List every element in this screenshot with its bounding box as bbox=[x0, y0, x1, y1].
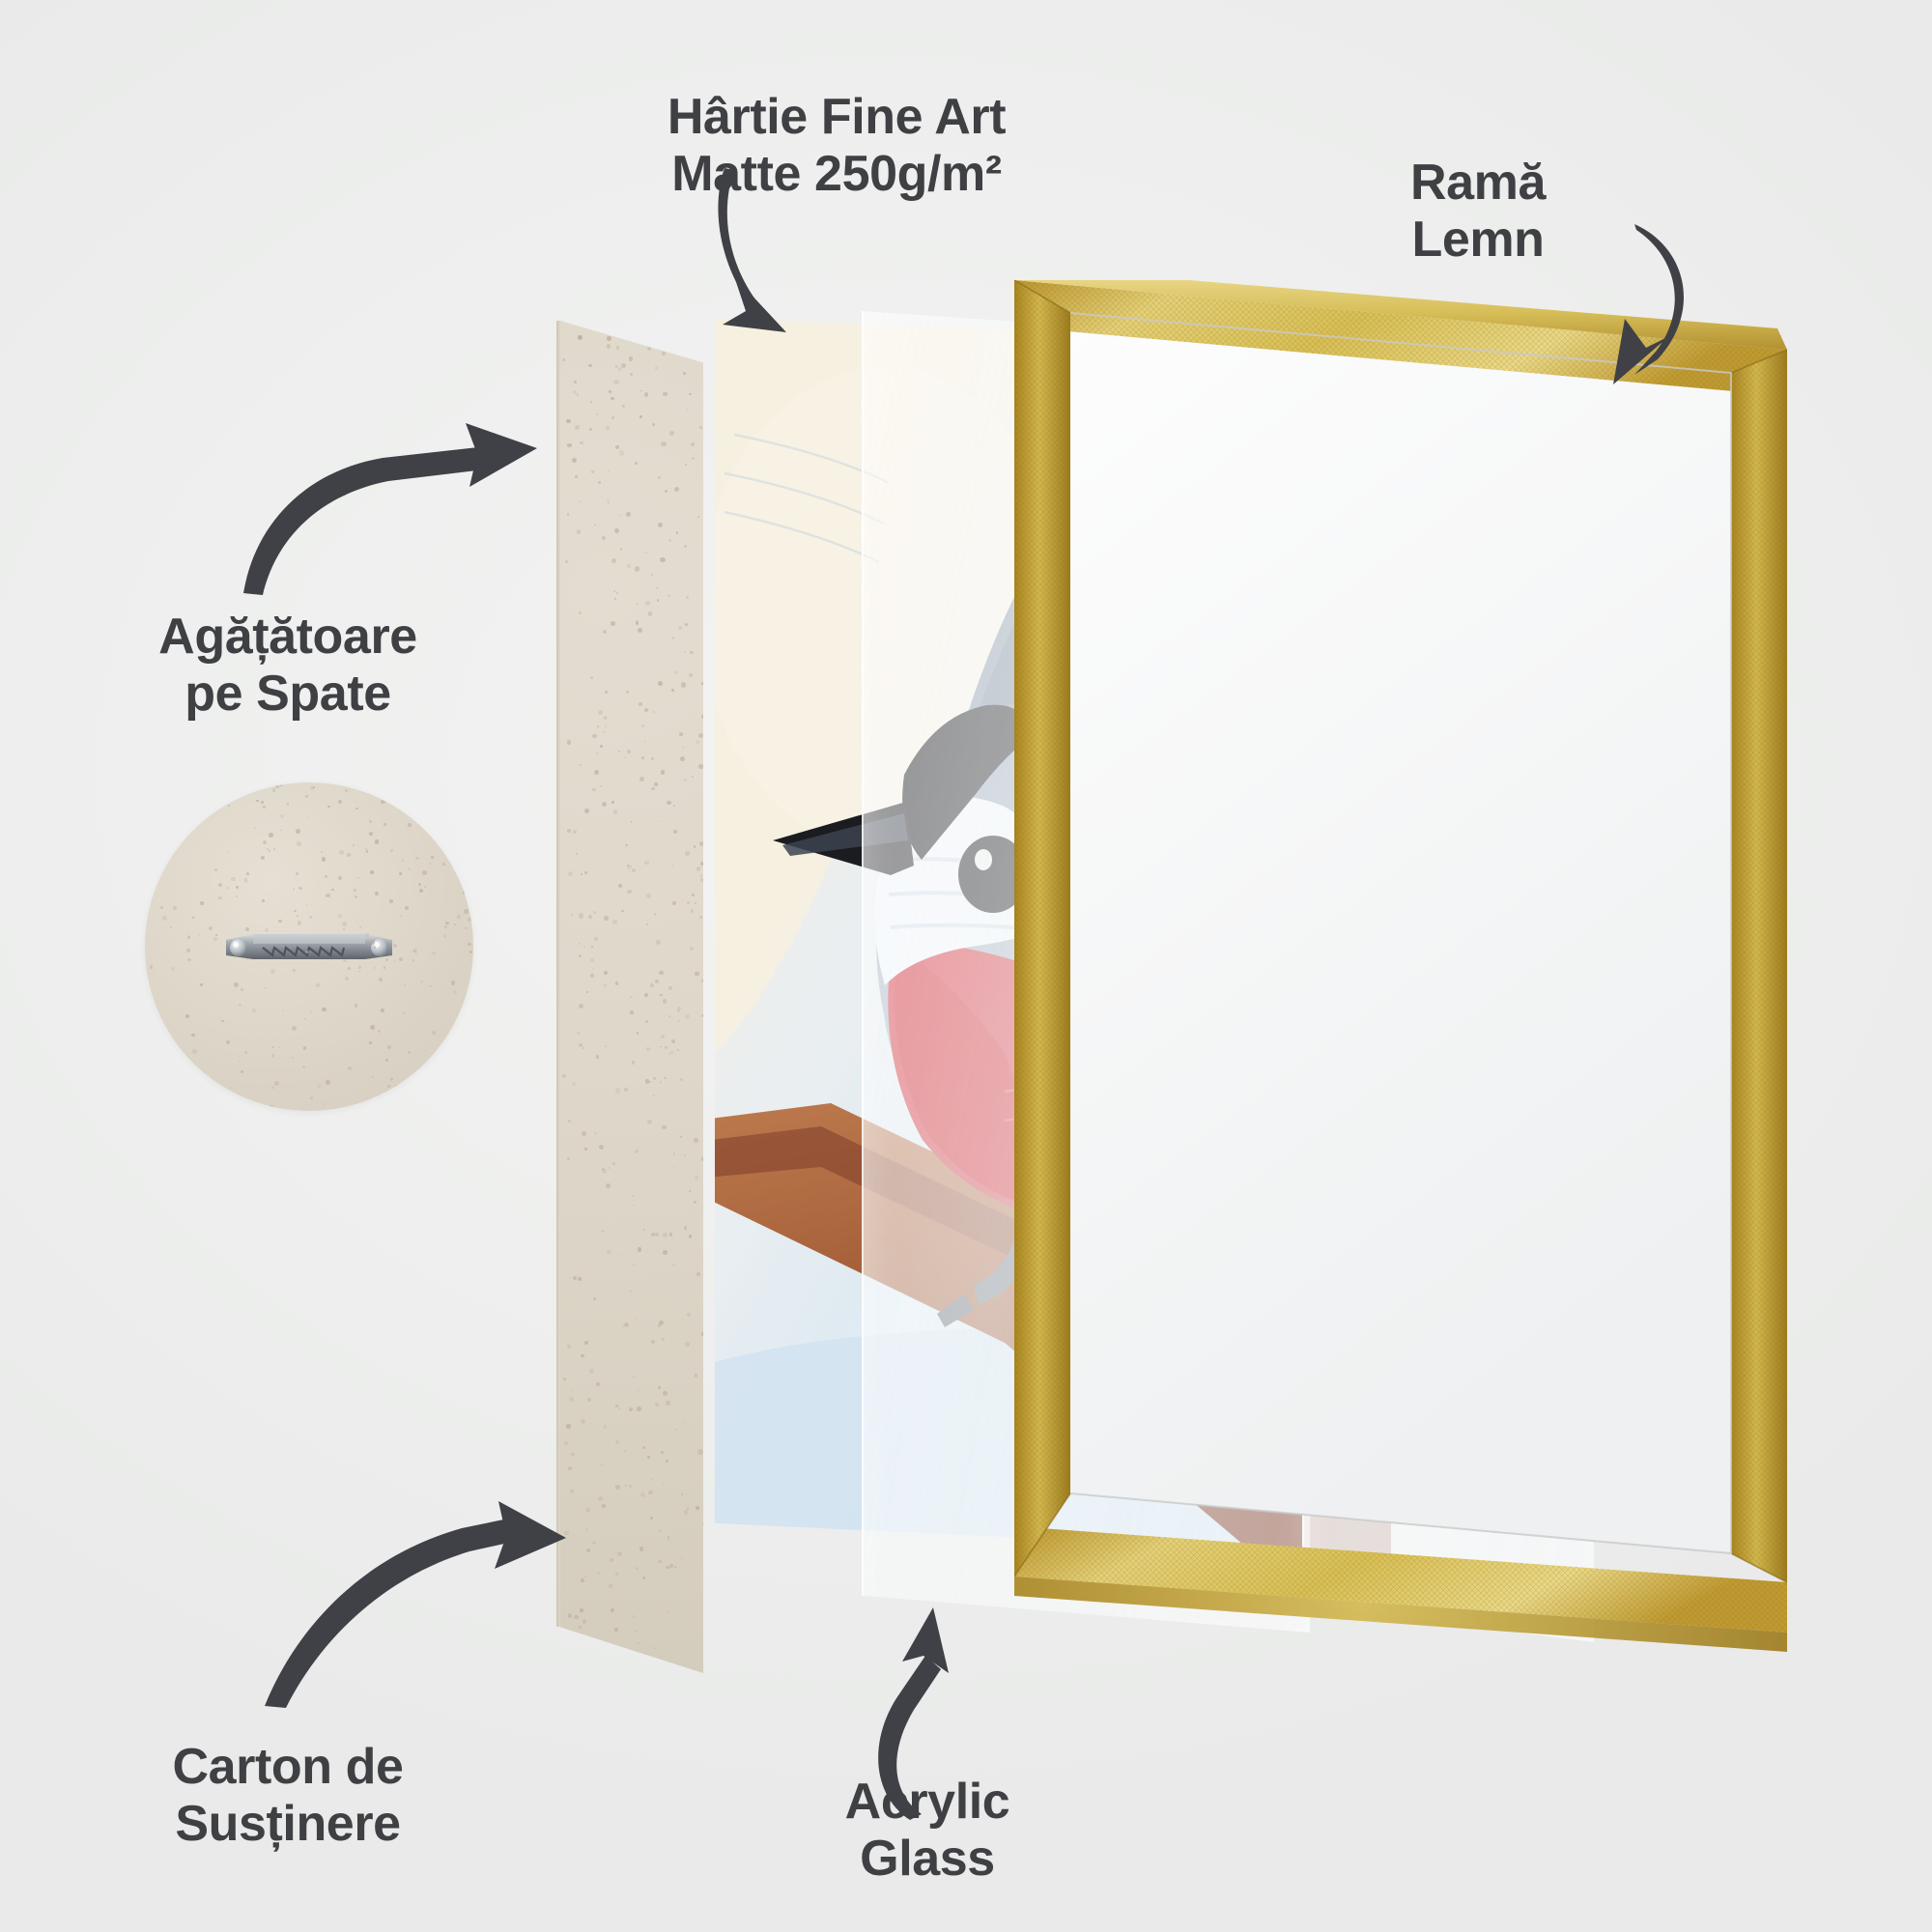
arrow-to-frame bbox=[1542, 218, 1754, 412]
arrow-to-backing-board bbox=[259, 1499, 578, 1712]
sawtooth-hanger-icon bbox=[226, 934, 392, 959]
label-back-hanger: Agățătoare pe Spate bbox=[158, 609, 417, 723]
label-backing-board: Carton de Susținere bbox=[172, 1739, 404, 1853]
arrow-to-acrylic-glass bbox=[831, 1605, 1043, 1828]
back-hanger-detail bbox=[145, 782, 473, 1111]
label-fine-art-paper: Hârtie Fine Art Matte 250g/m² bbox=[667, 89, 1007, 203]
backing-board-layer bbox=[560, 321, 703, 1673]
arrow-to-back-hanger bbox=[238, 379, 556, 601]
label-wood-frame: Ramă Lemn bbox=[1409, 155, 1547, 269]
backing-board-edge bbox=[556, 321, 562, 1627]
arrow-to-paper bbox=[701, 162, 895, 346]
wood-frame-layer bbox=[1014, 280, 1787, 1652]
label-acrylic-glass: Acrylic Glass bbox=[844, 1774, 1010, 1888]
